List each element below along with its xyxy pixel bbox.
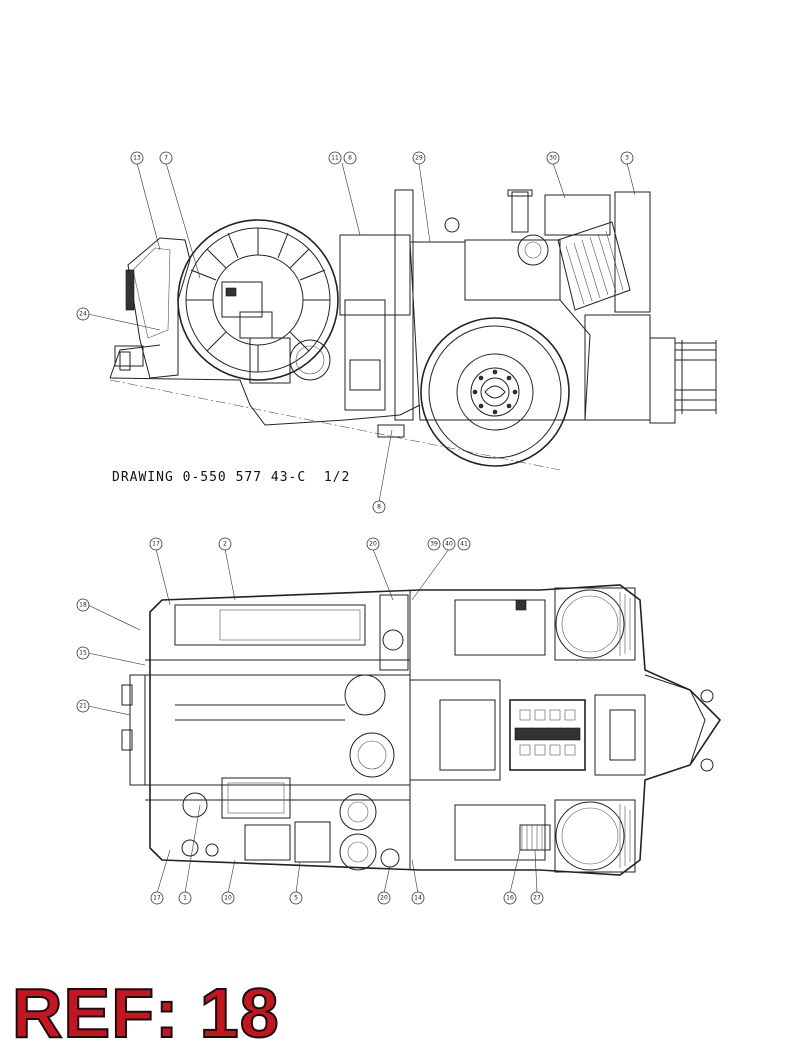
callout-bubble xyxy=(546,151,560,165)
callout-number: 11 xyxy=(331,155,339,162)
top-view xyxy=(121,584,722,876)
top-view-callout: 10 xyxy=(221,891,235,905)
callout-bubble xyxy=(620,151,634,165)
callout-number: 16 xyxy=(506,895,514,902)
side-view-callout: 30 xyxy=(546,151,560,165)
callout-bubble xyxy=(218,537,232,551)
callout-bubble xyxy=(457,537,471,551)
side-view-callout: 6 xyxy=(343,151,357,165)
callout-bubble xyxy=(328,151,342,165)
callout-number: 6 xyxy=(348,155,352,162)
top-view-callout: 16 xyxy=(503,891,517,905)
top-view-callout: 27 xyxy=(530,891,544,905)
side-view xyxy=(109,189,717,471)
top-view-callout: 20 xyxy=(366,537,380,551)
top-view-callout: 17 xyxy=(149,537,163,551)
callout-number: 13 xyxy=(133,155,141,162)
callout-bubble xyxy=(411,891,425,905)
callout-number: 15 xyxy=(79,650,87,657)
top-view-callout: 21 xyxy=(76,699,90,713)
callout-number: 24 xyxy=(79,311,87,318)
top-view-callouts: 17 2 20 39 40 41 18 15 21 17 1 10 5 20 14 16 27 xyxy=(76,537,544,905)
callout-bubble xyxy=(412,151,426,165)
callout-number: 17 xyxy=(153,895,161,902)
side-view-callout: 8 xyxy=(372,500,386,514)
callout-number: 8 xyxy=(377,504,381,511)
leader-lines xyxy=(87,162,636,894)
callout-number: 39 xyxy=(430,541,438,548)
callout-bubble xyxy=(150,891,164,905)
top-view-callout: 14 xyxy=(411,891,425,905)
callout-bubble xyxy=(130,151,144,165)
callout-number: 10 xyxy=(224,895,232,902)
side-view-callout: 11 xyxy=(328,151,342,165)
callout-number: 18 xyxy=(79,602,87,609)
callout-bubble xyxy=(159,151,173,165)
callout-number: 30 xyxy=(549,155,557,162)
top-view-callout: 17 xyxy=(150,891,164,905)
side-view-callout: 13 xyxy=(130,151,144,165)
callout-number: 14 xyxy=(414,895,422,902)
callout-bubble xyxy=(343,151,357,165)
callout-bubble xyxy=(76,699,90,713)
side-view-callout: 7 xyxy=(159,151,173,165)
top-view-callout: 41 xyxy=(457,537,471,551)
callout-number: 40 xyxy=(445,541,453,548)
callout-bubble xyxy=(76,646,90,660)
callout-number: 17 xyxy=(152,541,160,548)
callout-bubble xyxy=(372,500,386,514)
callout-bubble xyxy=(178,891,192,905)
top-view-callout: 15 xyxy=(76,646,90,660)
side-view-callout: 24 xyxy=(76,307,90,321)
side-view-callout: 3 xyxy=(620,151,634,165)
top-view-callout: 2 xyxy=(218,537,232,551)
top-view-callout: 1 xyxy=(178,891,192,905)
callout-bubble xyxy=(377,891,391,905)
callout-bubble xyxy=(76,307,90,321)
top-view-callout: 40 xyxy=(442,537,456,551)
callout-bubble xyxy=(76,598,90,612)
side-view-callout: 29 xyxy=(412,151,426,165)
callout-number: 41 xyxy=(460,541,468,548)
callout-bubble xyxy=(149,537,163,551)
callout-number: 1 xyxy=(183,895,187,902)
callout-bubble xyxy=(289,891,303,905)
callout-bubble xyxy=(442,537,456,551)
ref-label: REF: 18 xyxy=(11,974,280,1052)
top-view-callout: 20 xyxy=(377,891,391,905)
callout-number: 27 xyxy=(533,895,541,902)
callout-bubble xyxy=(427,537,441,551)
callout-number: 20 xyxy=(369,541,377,548)
side-view-callouts: 13 7 11 6 29 30 3 24 8 xyxy=(76,151,634,514)
callout-number: 5 xyxy=(294,895,298,902)
callout-number: 29 xyxy=(415,155,423,162)
callout-bubble xyxy=(503,891,517,905)
drawing-number: DRAWING 0-550 577 43-C 1/2 xyxy=(112,470,351,485)
top-view-callout: 5 xyxy=(289,891,303,905)
callout-bubble xyxy=(530,891,544,905)
top-view-callout: 39 xyxy=(427,537,441,551)
top-view-callout: 18 xyxy=(76,598,90,612)
callout-bubble xyxy=(366,537,380,551)
callout-number: 7 xyxy=(164,155,168,162)
callout-number: 3 xyxy=(625,155,629,162)
callout-number: 2 xyxy=(223,541,227,548)
callout-number: 21 xyxy=(79,703,87,710)
callout-number: 20 xyxy=(380,895,388,902)
callout-bubble xyxy=(221,891,235,905)
